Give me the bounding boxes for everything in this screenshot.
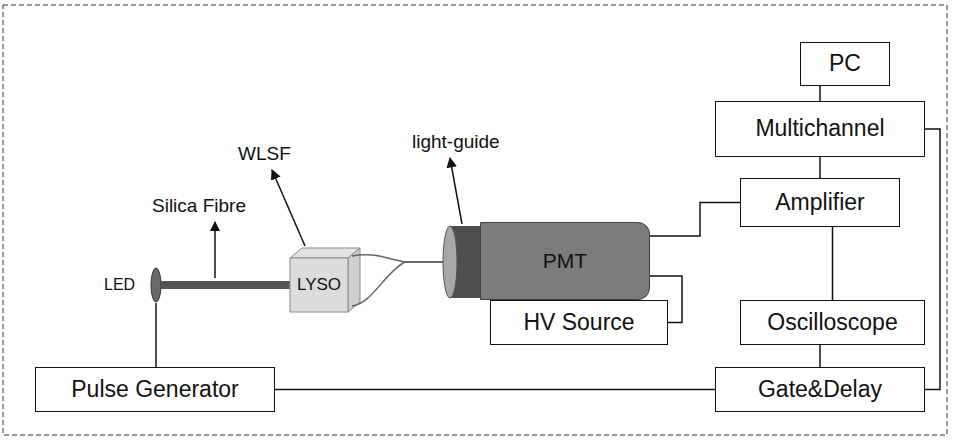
light-guide-face [443,226,457,298]
node-text: Oscilloscope [767,310,897,335]
signal-wire [832,227,834,300]
computer-box: PC [800,42,890,86]
leader-arrow [450,158,462,224]
node-text: PMT [543,249,587,272]
signal-wire [155,303,157,367]
leader-arrow [214,222,216,278]
gate-delay-box: Gate&Delay [715,367,925,412]
node-text: HV Source [523,310,634,335]
part-label: WLSF [238,144,291,165]
node-text: Multichannel [755,116,884,141]
led-label: LED [104,266,162,303]
hv-source-box: HV Source [490,300,668,345]
led-disc [151,268,161,302]
node-text: Pulse Generator [71,377,238,402]
part-label: Silica Fibre [152,196,246,217]
node-text: PC [829,51,861,76]
wlsf-fibre [352,262,405,306]
wlsf-fibre [352,255,405,262]
signal-wire [819,157,821,178]
signal-wire [819,86,821,101]
part-label: light-guide [412,132,500,153]
pmt-body: PMT [480,222,650,300]
signal-wire [650,203,740,237]
pulse-generator-box: Pulse Generator [35,367,275,412]
cube-front [290,258,348,312]
signal-wire [819,345,821,367]
frame-border [3,5,947,435]
node-text: Gate&Delay [758,377,882,402]
amplifier-box: Amplifier [740,178,900,227]
leader-arrow [272,170,305,246]
crystal-face: LYSO [289,258,350,312]
silica-fibre [161,281,292,289]
wlsf-bundle [405,261,444,263]
oscilloscope-box: Oscilloscope [740,300,925,345]
cube-side [348,248,360,312]
node-text: LYSO [297,276,341,295]
multichannel-box: Multichannel [715,101,925,157]
node-text: LED [104,276,135,294]
node-text: Amplifier [775,190,864,215]
signal-wire [275,389,715,391]
signal-wire [925,129,940,390]
